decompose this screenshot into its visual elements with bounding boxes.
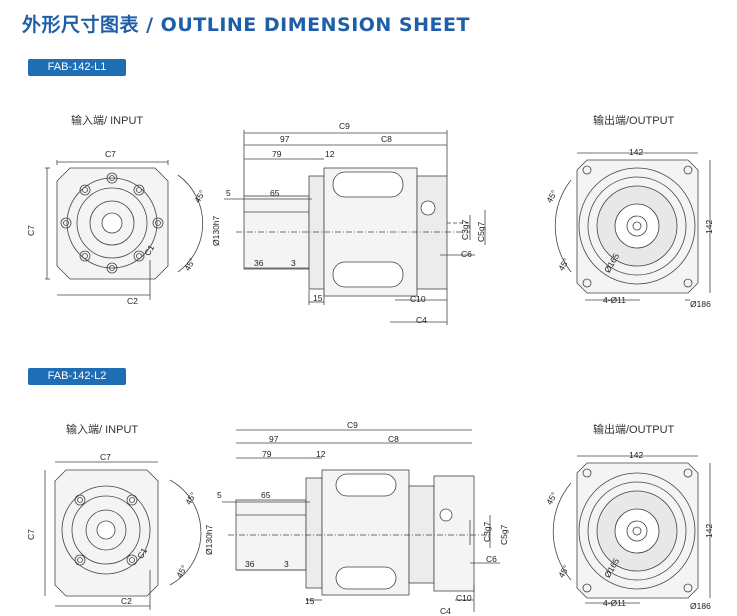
dim-15-l2: 15	[305, 596, 315, 606]
dim-c5-l2: C5g7	[499, 524, 509, 545]
output-view-l1	[554, 152, 711, 301]
dim-79-l2: 79	[262, 449, 272, 459]
dim-holes-l2: 4-Ø11	[603, 598, 626, 608]
dim-c2-l1: C2	[127, 296, 138, 306]
dim-c4-l2: C4	[440, 606, 451, 616]
input-label-l1: 输入端/ INPUT	[71, 115, 144, 127]
dim-3-l1: 3	[291, 258, 296, 268]
dim-c4-l1: C4	[416, 315, 427, 325]
output-label-l1: 输出端/OUTPUT	[593, 115, 675, 127]
side-view-l2	[222, 429, 500, 612]
dim-97-l2: 97	[269, 434, 279, 444]
dim-c10-l1: C10	[410, 294, 426, 304]
dim-12-l1: 12	[325, 149, 335, 159]
dim-97-l1: 97	[280, 134, 290, 144]
dim-142-v-l2: 142	[704, 523, 714, 538]
dim-c8-l2: C8	[388, 434, 399, 444]
dim-c2-l2: C2	[121, 596, 132, 606]
dim-c3-l2: C3g7	[482, 521, 492, 542]
dim-12-l2: 12	[316, 449, 326, 459]
dim-c6-l2: C6	[486, 554, 497, 564]
dim-79-l1: 79	[272, 149, 282, 159]
dim-c8-l1: C8	[381, 134, 392, 144]
page-title: 外形尺寸图表 / OUTLINE DIMENSION SHEET	[22, 14, 470, 36]
dim-186-l2: Ø186	[690, 601, 711, 611]
dim-186-l1: Ø186	[690, 299, 711, 309]
dim-36-l2: 36	[245, 559, 255, 569]
dim-c7-v-l2: C7	[26, 529, 36, 540]
dim-c5-l1: C5g7	[476, 221, 486, 242]
dim-65-l2: 65	[261, 490, 271, 500]
input-view-l1	[45, 160, 204, 300]
dim-c10-l2: C10	[456, 593, 472, 603]
input-label-l2: 输入端/ INPUT	[66, 424, 139, 436]
dim-142-v-l1: 142	[704, 219, 714, 234]
dim-c7-h-l2: C7	[100, 452, 111, 462]
output-view-l2	[552, 455, 711, 604]
dim-c9-l2: C9	[347, 420, 358, 430]
dim-holes-l1: 4-Ø11	[603, 295, 626, 305]
dim-15-l1: 15	[313, 293, 323, 303]
dim-142-h-l2: 142	[629, 450, 644, 460]
dim-130-l2: Ø130h7	[204, 524, 214, 555]
dim-5-l2: 5	[217, 490, 222, 500]
dim-c3-l1: C3g7	[460, 219, 470, 240]
dim-c6-l1: C6	[461, 249, 472, 259]
dim-142-h-l1: 142	[629, 147, 644, 157]
side-view-l1	[224, 130, 486, 325]
dim-c9-l1: C9	[339, 121, 350, 131]
dim-3-l2: 3	[284, 559, 289, 569]
dim-c7-v-l1: C7	[26, 225, 36, 236]
dim-c7-h-l1: C7	[105, 149, 116, 159]
dim-65-l1: 65	[270, 188, 280, 198]
model-badge-l2: FAB-142-L2	[28, 368, 126, 385]
dim-36-l1: 36	[254, 258, 264, 268]
output-label-l2: 输出端/OUTPUT	[593, 424, 675, 436]
dim-5-l1: 5	[226, 188, 231, 198]
dim-130-l1: Ø130h7	[211, 215, 221, 246]
input-view-l2	[44, 461, 202, 610]
model-badge-l1: FAB-142-L1	[28, 59, 126, 76]
